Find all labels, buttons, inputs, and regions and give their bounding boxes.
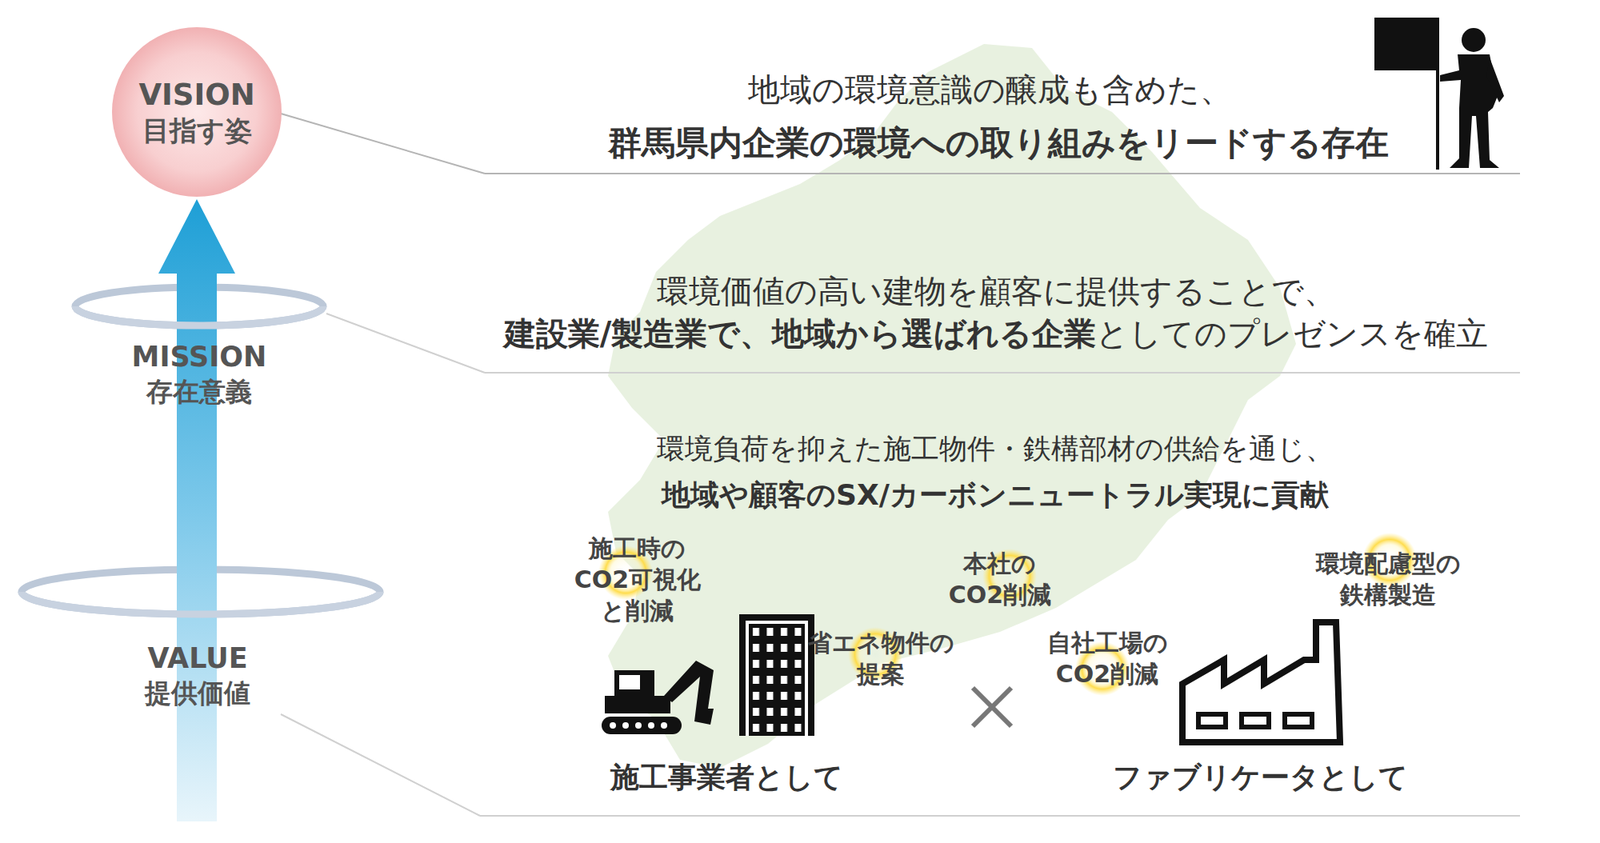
row-rule [484, 172, 1520, 175]
leader-line [280, 714, 480, 816]
mission-statement-row: 建設業/製造業で、地域から選ばれる企業としてのプレゼンスを確立 [504, 312, 1489, 356]
value-item: 自社工場の CO2削減 [1047, 627, 1168, 690]
vision-statement: 群馬県内企業の環境への取り組みをリードする存在 [608, 120, 1389, 166]
flag-person-icon [1374, 17, 1504, 170]
value-statement: 地域や顧客のSX/カーボンニュートラル実現に貢献 [661, 476, 1329, 516]
level-name: MISSION [132, 340, 268, 373]
times-mark [972, 688, 1012, 727]
up-arrow [158, 199, 236, 822]
mission-statement-bold: 建設業/製造業で、地域から選ばれる企業 [504, 312, 1097, 356]
level-name: VALUE [147, 642, 248, 675]
track-wheels [609, 722, 668, 729]
leader-line [280, 113, 485, 174]
factory-icon [1182, 622, 1340, 743]
level-name-ja: 提供価値 [144, 676, 251, 712]
building-icon [739, 614, 815, 736]
ring-front [21, 592, 380, 615]
value-line: 環境負荷を抑えた施工物件・鉄構部材の供給を通じ、 [656, 430, 1334, 468]
vision-circle [112, 27, 282, 197]
circle-heading: VISION [138, 76, 255, 114]
circle-subheading: 目指す姿 [142, 113, 252, 148]
ring-front [75, 306, 324, 326]
value-item: 省エネ物件の 提案 [808, 627, 955, 690]
value-item: 環境配慮型の 鉄構製造 [1316, 548, 1461, 611]
level-name-ja: 存在意義 [146, 374, 252, 411]
glow-marks [598, 532, 1417, 696]
row-rule [480, 815, 1520, 817]
role-caption: 施工事業者として [610, 758, 844, 798]
value-item: 施工時の CO2可視化 と削減 [574, 532, 701, 627]
row-rule [484, 372, 1520, 374]
leader-line [326, 313, 485, 373]
mission-statement: としてのプレゼンスを確立 [1096, 312, 1488, 356]
vision-circle-node: VISION目指す姿 [116, 32, 277, 192]
role-caption: ファブリケータとして [1112, 758, 1408, 798]
value-item: 本社の CO2削減 [948, 548, 1052, 611]
excavator-icon [601, 660, 714, 735]
vision-line: 地域の環境意識の醸成も含めた、 [748, 68, 1232, 112]
mission-line: 環境価値の高い建物を顧客に提供することで、 [656, 269, 1336, 314]
